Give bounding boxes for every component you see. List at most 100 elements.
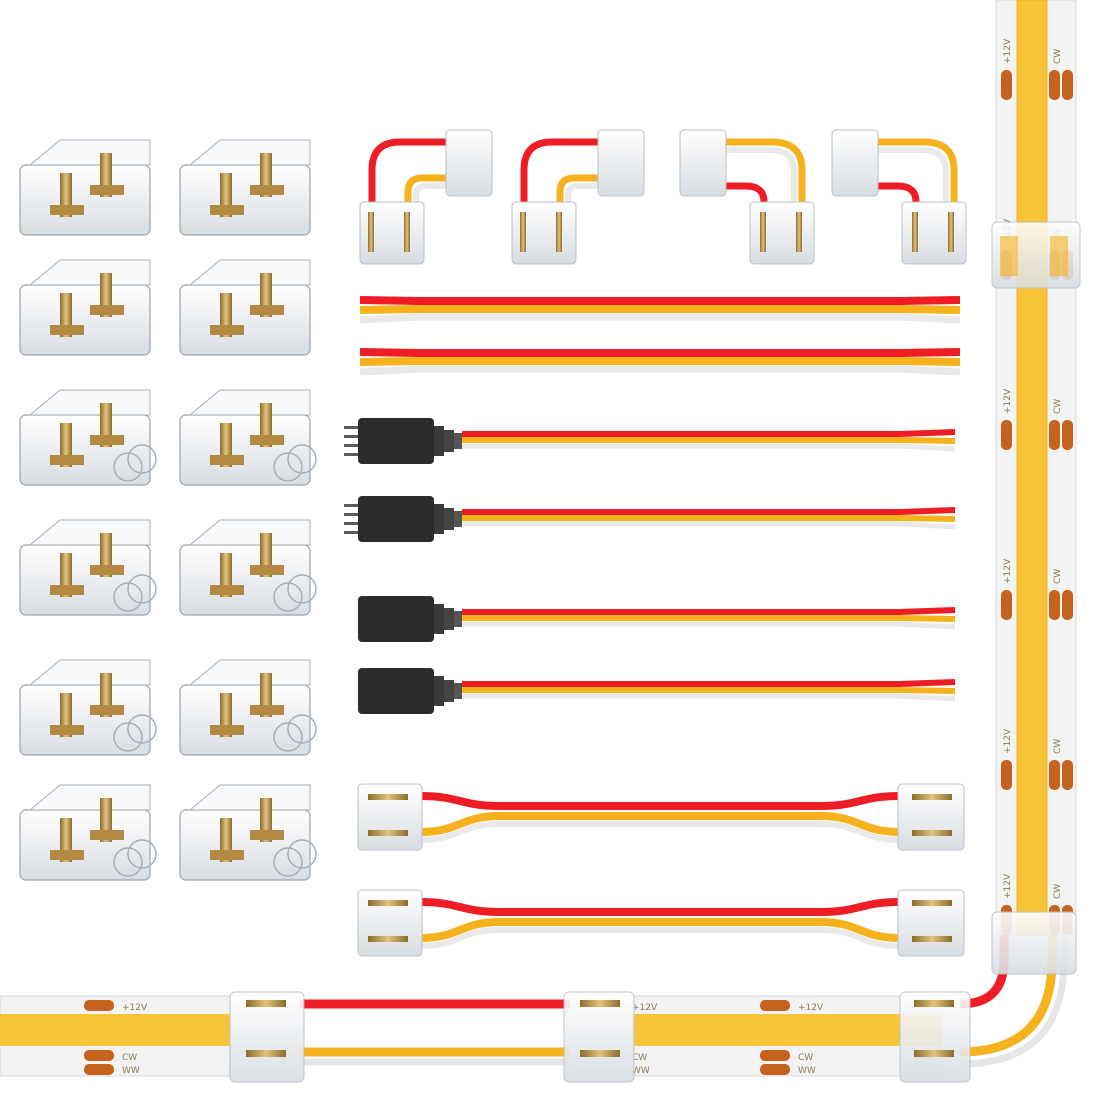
jumper-pin bbox=[912, 830, 952, 836]
l-wire-yellow bbox=[722, 138, 806, 205]
strip-label-cw-2: CW bbox=[632, 1053, 647, 1063]
wire-white bbox=[359, 313, 961, 324]
clip-connector-2 bbox=[179, 139, 311, 236]
jumper-wire-white bbox=[419, 927, 901, 949]
straight-wire-group bbox=[359, 296, 961, 376]
clip-pin-tab bbox=[210, 205, 244, 215]
strip-label-ww-2: WW bbox=[632, 1066, 650, 1076]
vertical-strip-clip bbox=[991, 221, 1081, 289]
pigtail-pin bbox=[344, 444, 360, 447]
clip-pin-tab bbox=[210, 455, 244, 465]
vpad-ww-2 bbox=[1062, 420, 1073, 450]
pigtail-pin bbox=[344, 504, 360, 507]
clip-pin-tab bbox=[210, 850, 244, 860]
jumper-pin bbox=[368, 830, 408, 836]
clip-connector-3 bbox=[19, 259, 151, 356]
clip-top-face bbox=[28, 259, 151, 286]
pigtail-wire-white bbox=[462, 621, 956, 630]
l-clip-side bbox=[445, 129, 493, 197]
strip-label-positive-2: +12V bbox=[632, 1003, 658, 1013]
l-wire-white bbox=[874, 147, 949, 205]
jumper-pin bbox=[368, 900, 408, 906]
clip-top-face bbox=[188, 659, 311, 686]
pigtail-pin bbox=[344, 531, 360, 534]
pad-cw bbox=[84, 1050, 114, 1061]
clip-top-face bbox=[188, 389, 311, 416]
pigtail-boot bbox=[434, 676, 444, 706]
clip-body bbox=[19, 284, 151, 356]
clip-lock-ring bbox=[273, 847, 303, 877]
strip-label-cw: CW bbox=[122, 1053, 137, 1063]
clip-top-face bbox=[28, 519, 151, 546]
clip-connector-8 bbox=[179, 519, 317, 616]
l-pin bbox=[404, 212, 410, 252]
bottom-strip-jumper bbox=[229, 991, 635, 1083]
clip-pin-tab bbox=[210, 725, 244, 735]
l-connector-1 bbox=[359, 129, 493, 265]
pigtail-wire-red bbox=[462, 429, 956, 437]
jumper-pin bbox=[368, 794, 408, 800]
pigtail-boot bbox=[434, 504, 444, 534]
l-clip-side bbox=[597, 129, 645, 197]
vpad-ww-3 bbox=[1062, 590, 1073, 620]
clip-lock-ring bbox=[273, 582, 303, 612]
clip-pin-tab bbox=[210, 585, 244, 595]
clip-lock-ring bbox=[127, 444, 157, 474]
vlabel-positive-0: +12V bbox=[1003, 38, 1013, 64]
wire-white bbox=[359, 365, 961, 376]
vlabel-cw-2: CW bbox=[1053, 399, 1063, 414]
corner-l-connector bbox=[899, 911, 1077, 1083]
clip-pin-tab bbox=[90, 435, 124, 445]
clip-top-face bbox=[188, 519, 311, 546]
clip-lock-ring bbox=[127, 714, 157, 744]
clip-connector-4 bbox=[179, 259, 311, 356]
pigtail-wire-red bbox=[462, 607, 956, 615]
clip-top-face bbox=[28, 784, 151, 811]
l-wire-yellow bbox=[874, 138, 958, 205]
clip-lock-ring bbox=[113, 722, 143, 752]
clip-lock-ring bbox=[287, 839, 317, 869]
clip-pin-tab bbox=[90, 305, 124, 315]
clip-body bbox=[19, 164, 151, 236]
pigtail-housing bbox=[358, 496, 434, 542]
vlabel-positive-2: +12V bbox=[1003, 388, 1013, 414]
clip-lock-ring bbox=[127, 839, 157, 869]
l-pin bbox=[760, 212, 766, 252]
clip-pin-tab bbox=[50, 205, 84, 215]
clip-pin-tab bbox=[50, 585, 84, 595]
clip-lock-ring bbox=[273, 452, 303, 482]
l-pin bbox=[556, 212, 562, 252]
jumper-wire-yellow bbox=[419, 918, 901, 942]
pigtail-wire-white bbox=[462, 443, 956, 452]
l-clip-bottom bbox=[901, 201, 967, 265]
clip-pin-tab bbox=[90, 565, 124, 575]
pigtail-boot bbox=[454, 433, 462, 449]
pigtail-wire-yellow bbox=[462, 437, 956, 444]
clip-connector-12 bbox=[179, 784, 317, 881]
clip-pin-tab bbox=[50, 850, 84, 860]
pigtail-boot bbox=[444, 508, 454, 530]
vpad-ww-0 bbox=[1062, 70, 1073, 100]
straight-wire-1 bbox=[359, 296, 961, 324]
jumper-pin bbox=[912, 900, 952, 906]
pigtail-wire-yellow bbox=[462, 687, 956, 694]
clip-top-face bbox=[188, 784, 311, 811]
jumper-clip-left bbox=[357, 783, 423, 851]
l-wire-white bbox=[565, 183, 602, 205]
jumper-pin bbox=[912, 936, 952, 942]
clip-pin-tab bbox=[50, 725, 84, 735]
pigtail-pin bbox=[344, 453, 360, 456]
clip-connector-grid bbox=[19, 139, 317, 881]
l-wire-red bbox=[520, 138, 602, 205]
l-pin bbox=[796, 212, 802, 252]
clip-pin-tab bbox=[250, 305, 284, 315]
vpad-positive-4 bbox=[1001, 760, 1012, 790]
pigtail-connector-group bbox=[344, 418, 956, 714]
pigtail-connector-2 bbox=[344, 496, 956, 542]
clip-lock-ring bbox=[113, 582, 143, 612]
pigtail-boot bbox=[434, 604, 444, 634]
pigtail-pin bbox=[344, 426, 360, 429]
clip-top-face bbox=[28, 139, 151, 166]
